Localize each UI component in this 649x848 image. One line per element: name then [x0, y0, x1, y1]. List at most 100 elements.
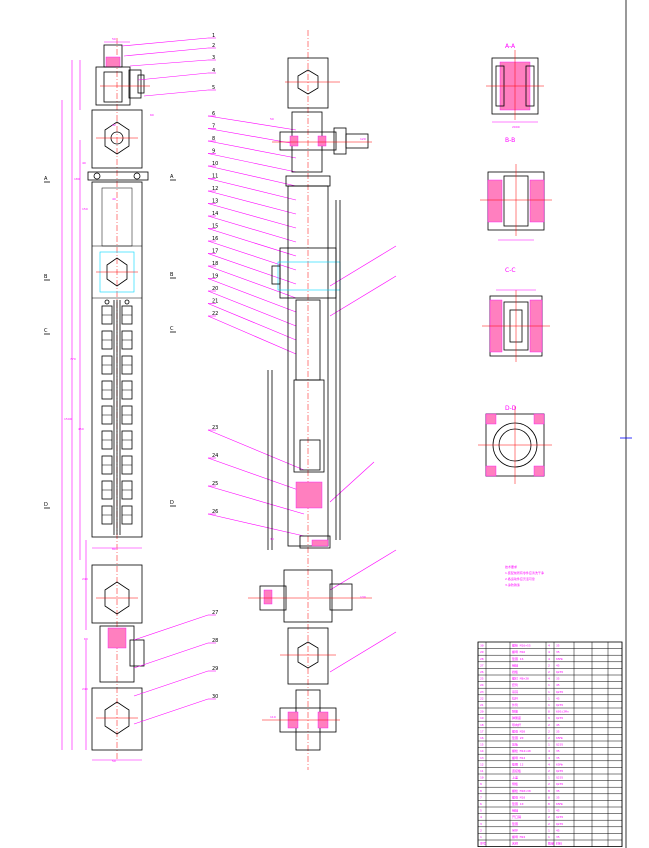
bom-qty: 2	[548, 736, 550, 740]
section-marker: D	[44, 502, 48, 508]
note-line: 1.装配前所有零件应清洗干净	[505, 570, 544, 575]
bom-material: Q235	[556, 670, 563, 674]
callout-leader	[207, 153, 297, 173]
bom-material: Q235	[556, 690, 563, 694]
main-tube	[91, 181, 143, 538]
upper-bolt-row	[87, 171, 149, 181]
dimension-value: 40	[112, 197, 116, 201]
bom-material: 45	[556, 809, 560, 813]
callout-leader	[129, 59, 209, 67]
bom-no: 11	[480, 769, 484, 773]
bom-material: 45	[556, 828, 560, 832]
bom-material: 45	[556, 696, 560, 700]
section-title: A-A	[505, 43, 516, 50]
bom-material: 35	[556, 677, 560, 681]
bom-qty: 2	[548, 822, 550, 826]
bom-name: 螺母 M16	[512, 649, 525, 654]
callout-leader	[137, 72, 209, 81]
bom-qty: 4	[548, 762, 550, 766]
bom-qty: 4	[548, 644, 550, 648]
bom-name: 套筒	[512, 682, 518, 687]
section-title: B-B	[505, 137, 515, 144]
bom-no: 18	[480, 723, 484, 727]
bom-name: 垫圈	[512, 821, 518, 826]
callout-leader	[329, 631, 397, 673]
bom-material: 35	[556, 756, 560, 760]
top-lifting-eye	[95, 44, 150, 106]
bom-material: 35	[556, 729, 560, 733]
callout-leader	[207, 228, 297, 257]
dimension-value: 2000	[512, 125, 520, 129]
section-title: C-C	[505, 267, 516, 274]
section-marker: C	[170, 326, 174, 332]
bom-name: 弹簧座	[512, 715, 521, 720]
section-marker: C	[44, 328, 48, 334]
dimension-value: 770	[70, 357, 76, 361]
bom-name: 拉杆	[512, 695, 518, 700]
bom-name: 吊耳	[512, 690, 518, 694]
callout-leader	[207, 140, 297, 159]
callout-number: 13	[212, 199, 218, 205]
dimension-value: 120	[360, 137, 366, 141]
bom-no: 9	[480, 782, 482, 786]
callout-number: 18	[212, 261, 218, 267]
bom-qty: 2	[548, 729, 550, 733]
callout-leader	[329, 245, 397, 287]
bom-no: 16	[480, 736, 484, 740]
bom-name: 螺母 M10	[512, 794, 525, 799]
bom-name: 压板	[512, 742, 518, 747]
bom-qty: 4	[548, 657, 550, 661]
bom-name: 垫圈 20	[512, 735, 524, 740]
bom-no: 4	[480, 815, 482, 819]
bom-material: Q235	[556, 782, 563, 786]
bom-no: 28	[480, 657, 484, 661]
bom-qty: 2	[548, 782, 550, 786]
bom-qty: 2	[548, 670, 550, 674]
bom-qty: 2	[548, 723, 550, 727]
bom-qty: 8	[548, 795, 550, 799]
callout-number: 10	[212, 161, 218, 167]
callout-leader	[207, 303, 297, 341]
bom-no: 10	[480, 776, 484, 780]
callout-number: 1	[212, 33, 215, 39]
dimension-value: 240	[82, 577, 88, 581]
callout-leader	[207, 315, 297, 355]
bom-material: 35	[556, 644, 560, 648]
bom-name: 垫圈 16	[512, 656, 524, 661]
bom-material: 45	[556, 683, 560, 687]
callout-leader	[133, 642, 209, 669]
callout-leader	[133, 698, 209, 725]
callout-number: 30	[212, 694, 218, 700]
bom-name: 销轴	[512, 808, 518, 813]
bom-qty: 1	[548, 828, 550, 832]
bom-material: 65Mn	[556, 657, 563, 661]
callout-leader	[207, 203, 297, 229]
callout-number: 16	[212, 236, 218, 242]
bom-no: 7	[480, 795, 482, 799]
section-d-d	[478, 406, 552, 484]
callout-number: 28	[212, 638, 218, 644]
callout-number: 27	[212, 610, 218, 616]
bom-name: 连接板	[512, 768, 521, 773]
dimension-value: 60	[150, 113, 154, 117]
bom-no: 21	[480, 703, 484, 707]
dimension-value: 50	[112, 37, 116, 41]
bom-name: 螺母 M24	[512, 834, 525, 839]
section-b-b	[480, 164, 552, 241]
bom-qty: 2	[548, 815, 550, 819]
section-marker: B	[170, 272, 174, 278]
section-a-a	[486, 50, 544, 123]
upper-clevis-block	[91, 109, 143, 169]
bom-qty: 1	[548, 683, 550, 687]
bom-header-no: 序号	[480, 841, 486, 846]
bom-material: 45	[556, 663, 560, 667]
bom-material: Q235	[556, 716, 563, 720]
callout-number: 19	[212, 274, 218, 280]
callout-leaders	[121, 37, 397, 725]
dimension-value: 42	[112, 123, 116, 127]
callout-number: 2	[212, 43, 215, 49]
callout-leader	[329, 275, 397, 317]
callout-leader	[207, 115, 297, 131]
note-line: 2.各运动件应灵活可靠	[505, 576, 535, 581]
